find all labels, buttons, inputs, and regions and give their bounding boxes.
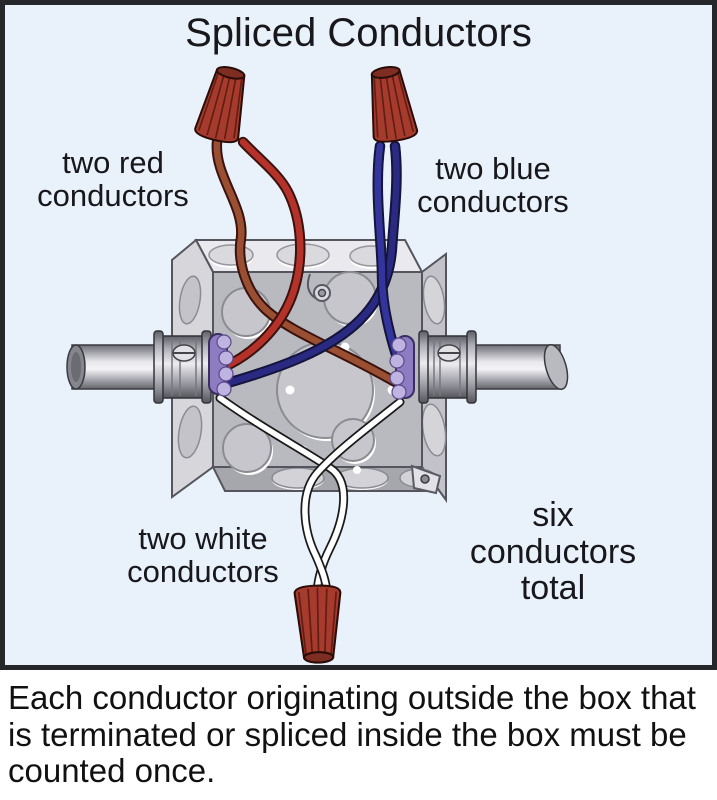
wire-nut-top-left — [194, 66, 246, 144]
locknut-right — [389, 335, 415, 400]
caption-text: Each conductor originating outside the b… — [8, 679, 696, 790]
mounting-ear — [410, 464, 442, 495]
diagram-title: Spliced Conductors — [185, 11, 532, 55]
junction-box — [171, 238, 447, 504]
box-back-wall — [212, 271, 442, 495]
connector-screw — [172, 344, 196, 362]
diagram-panel: Spliced Conductors two red conductors tw… — [0, 0, 717, 670]
conduit-right — [418, 330, 569, 404]
connector-screw — [437, 344, 461, 362]
wire-nut-bottom — [293, 584, 342, 664]
wire-nut-top-right — [370, 66, 419, 143]
white-conductors — [215, 393, 405, 598]
label-two-white-conductors: two white conductors — [127, 521, 279, 589]
conduit-connector — [153, 330, 212, 404]
conduit-pipe — [71, 344, 165, 390]
label-two-red-conductors: two red conductors — [37, 145, 189, 213]
locknut-left — [208, 333, 234, 397]
red-conductors — [211, 136, 408, 392]
label-six-conductors-total: six conductors total — [469, 496, 637, 608]
label-two-blue-conductors: two blue conductors — [417, 151, 569, 219]
junction-box-illustration — [66, 66, 569, 664]
conduit-left — [66, 330, 212, 404]
conduit-connector — [418, 330, 477, 404]
mounting-tab-hole — [306, 273, 331, 302]
